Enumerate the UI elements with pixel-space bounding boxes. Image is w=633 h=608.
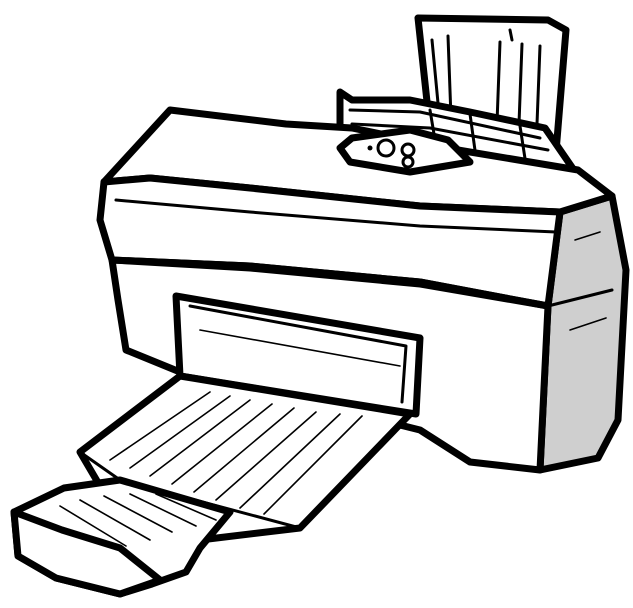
indicator-light-icon xyxy=(401,155,415,169)
control-panel-icon xyxy=(336,126,474,176)
tray-extension-icon xyxy=(10,476,234,598)
status-led-icon xyxy=(367,145,373,151)
power-button-icon xyxy=(376,138,396,158)
